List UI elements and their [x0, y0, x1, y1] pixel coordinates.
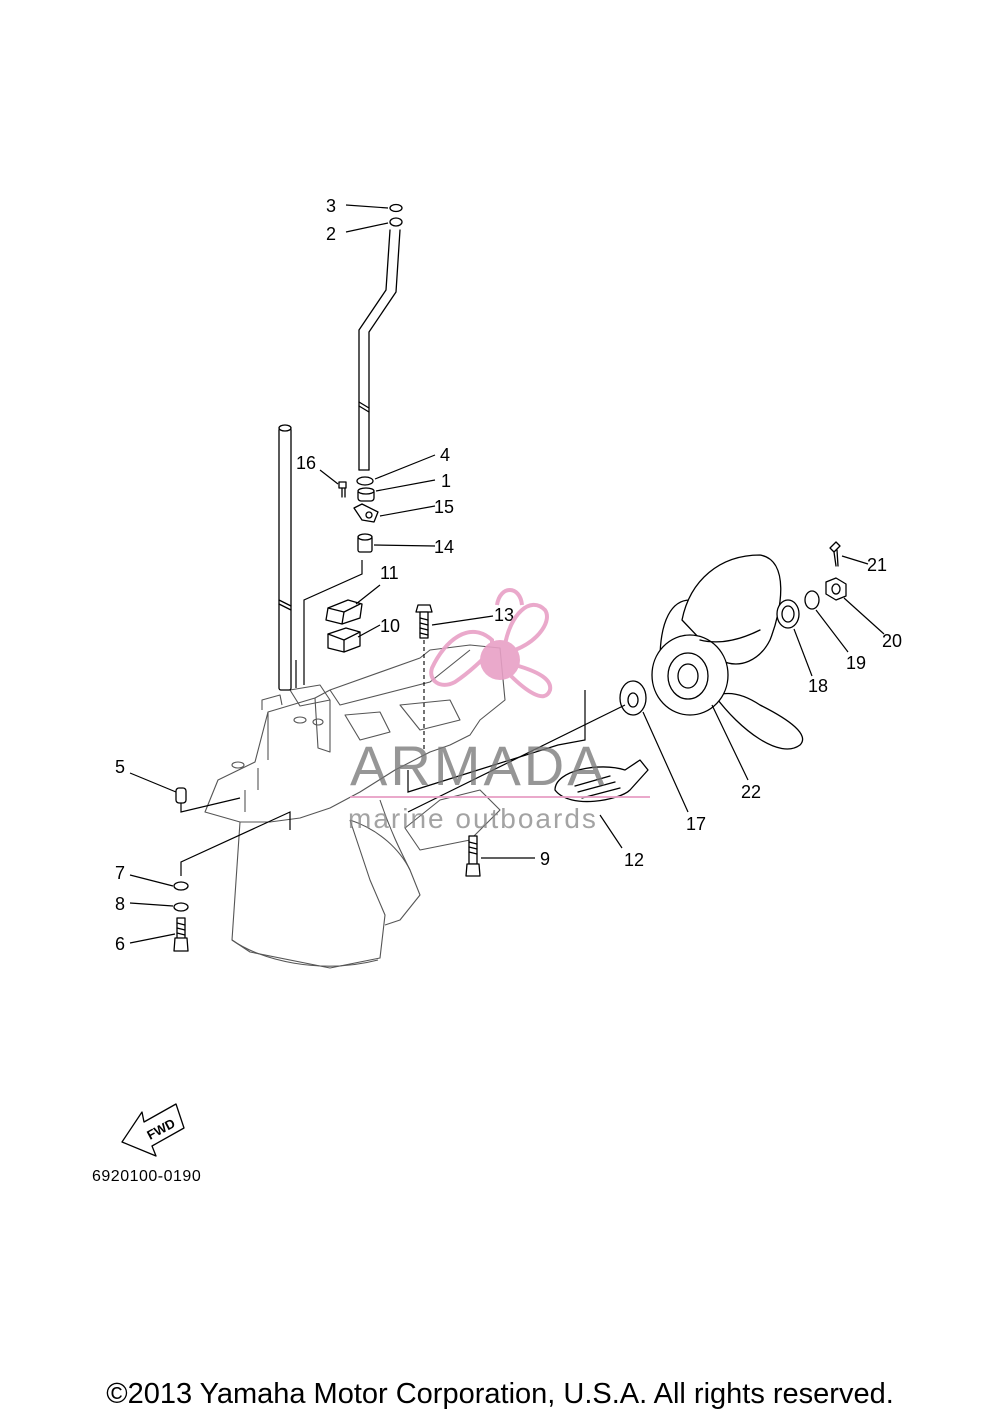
callout-5: 5	[115, 757, 125, 777]
callout-2: 2	[326, 224, 336, 244]
part-7-washer	[173, 881, 189, 891]
propeller-shaft-line	[407, 704, 626, 813]
callout-17: 17	[686, 814, 706, 834]
part-5-dowel-pin	[175, 787, 187, 804]
propeller-logo	[429, 588, 553, 699]
callout-22: 22	[741, 782, 761, 802]
part-18-spacer	[776, 599, 800, 629]
part-19-washer	[804, 590, 820, 610]
part-17-thrust-washer	[619, 680, 647, 716]
part-8-spring-washer	[173, 902, 189, 912]
callout-4: 4	[440, 445, 450, 465]
callout-1: 1	[441, 471, 451, 491]
callout-3: 3	[326, 196, 336, 216]
watermark-brand: ARMADA	[350, 734, 608, 797]
callout-19: 19	[846, 653, 866, 673]
part-14-collar	[357, 533, 373, 553]
callout-10: 10	[380, 616, 400, 636]
part-6-bolt	[173, 917, 189, 952]
part-1-oil-seal	[357, 487, 375, 502]
callout-7: 7	[115, 863, 125, 883]
part-4-washer	[356, 476, 374, 486]
part-11-rubber-seal	[325, 599, 363, 625]
callout-15: 15	[434, 497, 454, 517]
callout-18: 18	[808, 676, 828, 696]
callout-13: 13	[494, 605, 514, 625]
part-16-screw	[338, 481, 347, 498]
part-15-bracket	[353, 503, 379, 523]
part-21-cotter-pin	[829, 541, 841, 567]
callout-11: 11	[380, 563, 399, 583]
armada-watermark: ARMADA marine outboards	[348, 588, 650, 834]
part-3-washer	[389, 203, 403, 213]
assembly-line-7	[180, 811, 291, 876]
assembly-line-5	[180, 797, 241, 813]
part-20-nut	[825, 577, 847, 601]
fwd-arrow-icon: FWD	[121, 1103, 185, 1157]
watermark-tagline: marine outboards	[348, 803, 598, 834]
shift-rod	[358, 229, 401, 471]
part-13-bolt	[415, 604, 433, 639]
callout-labels: 3 2 4 1 16 15 14 11 10 13 5 7 8 6 9 12 1…	[115, 196, 902, 954]
callout-20: 20	[882, 631, 902, 651]
callout-21: 21	[867, 555, 887, 575]
callout-8: 8	[115, 894, 125, 914]
assembly-line-14	[303, 560, 363, 685]
part-22-propeller	[651, 554, 804, 750]
part-9-bolt	[465, 835, 481, 877]
diagram-code: 6920100-0190	[92, 1168, 202, 1185]
callout-14: 14	[434, 537, 454, 557]
callout-9: 9	[540, 849, 550, 869]
callout-16: 16	[296, 453, 316, 473]
lower-unit-housing	[204, 644, 506, 969]
part-2-washer	[389, 217, 403, 227]
callout-12: 12	[624, 850, 644, 870]
part-10-rubber-seal	[327, 627, 361, 653]
drive-shaft	[278, 424, 292, 691]
callout-6: 6	[115, 934, 125, 954]
copyright-notice: ©2013 Yamaha Motor Corporation, U.S.A. A…	[106, 1378, 894, 1410]
leader-lines	[129, 204, 885, 944]
